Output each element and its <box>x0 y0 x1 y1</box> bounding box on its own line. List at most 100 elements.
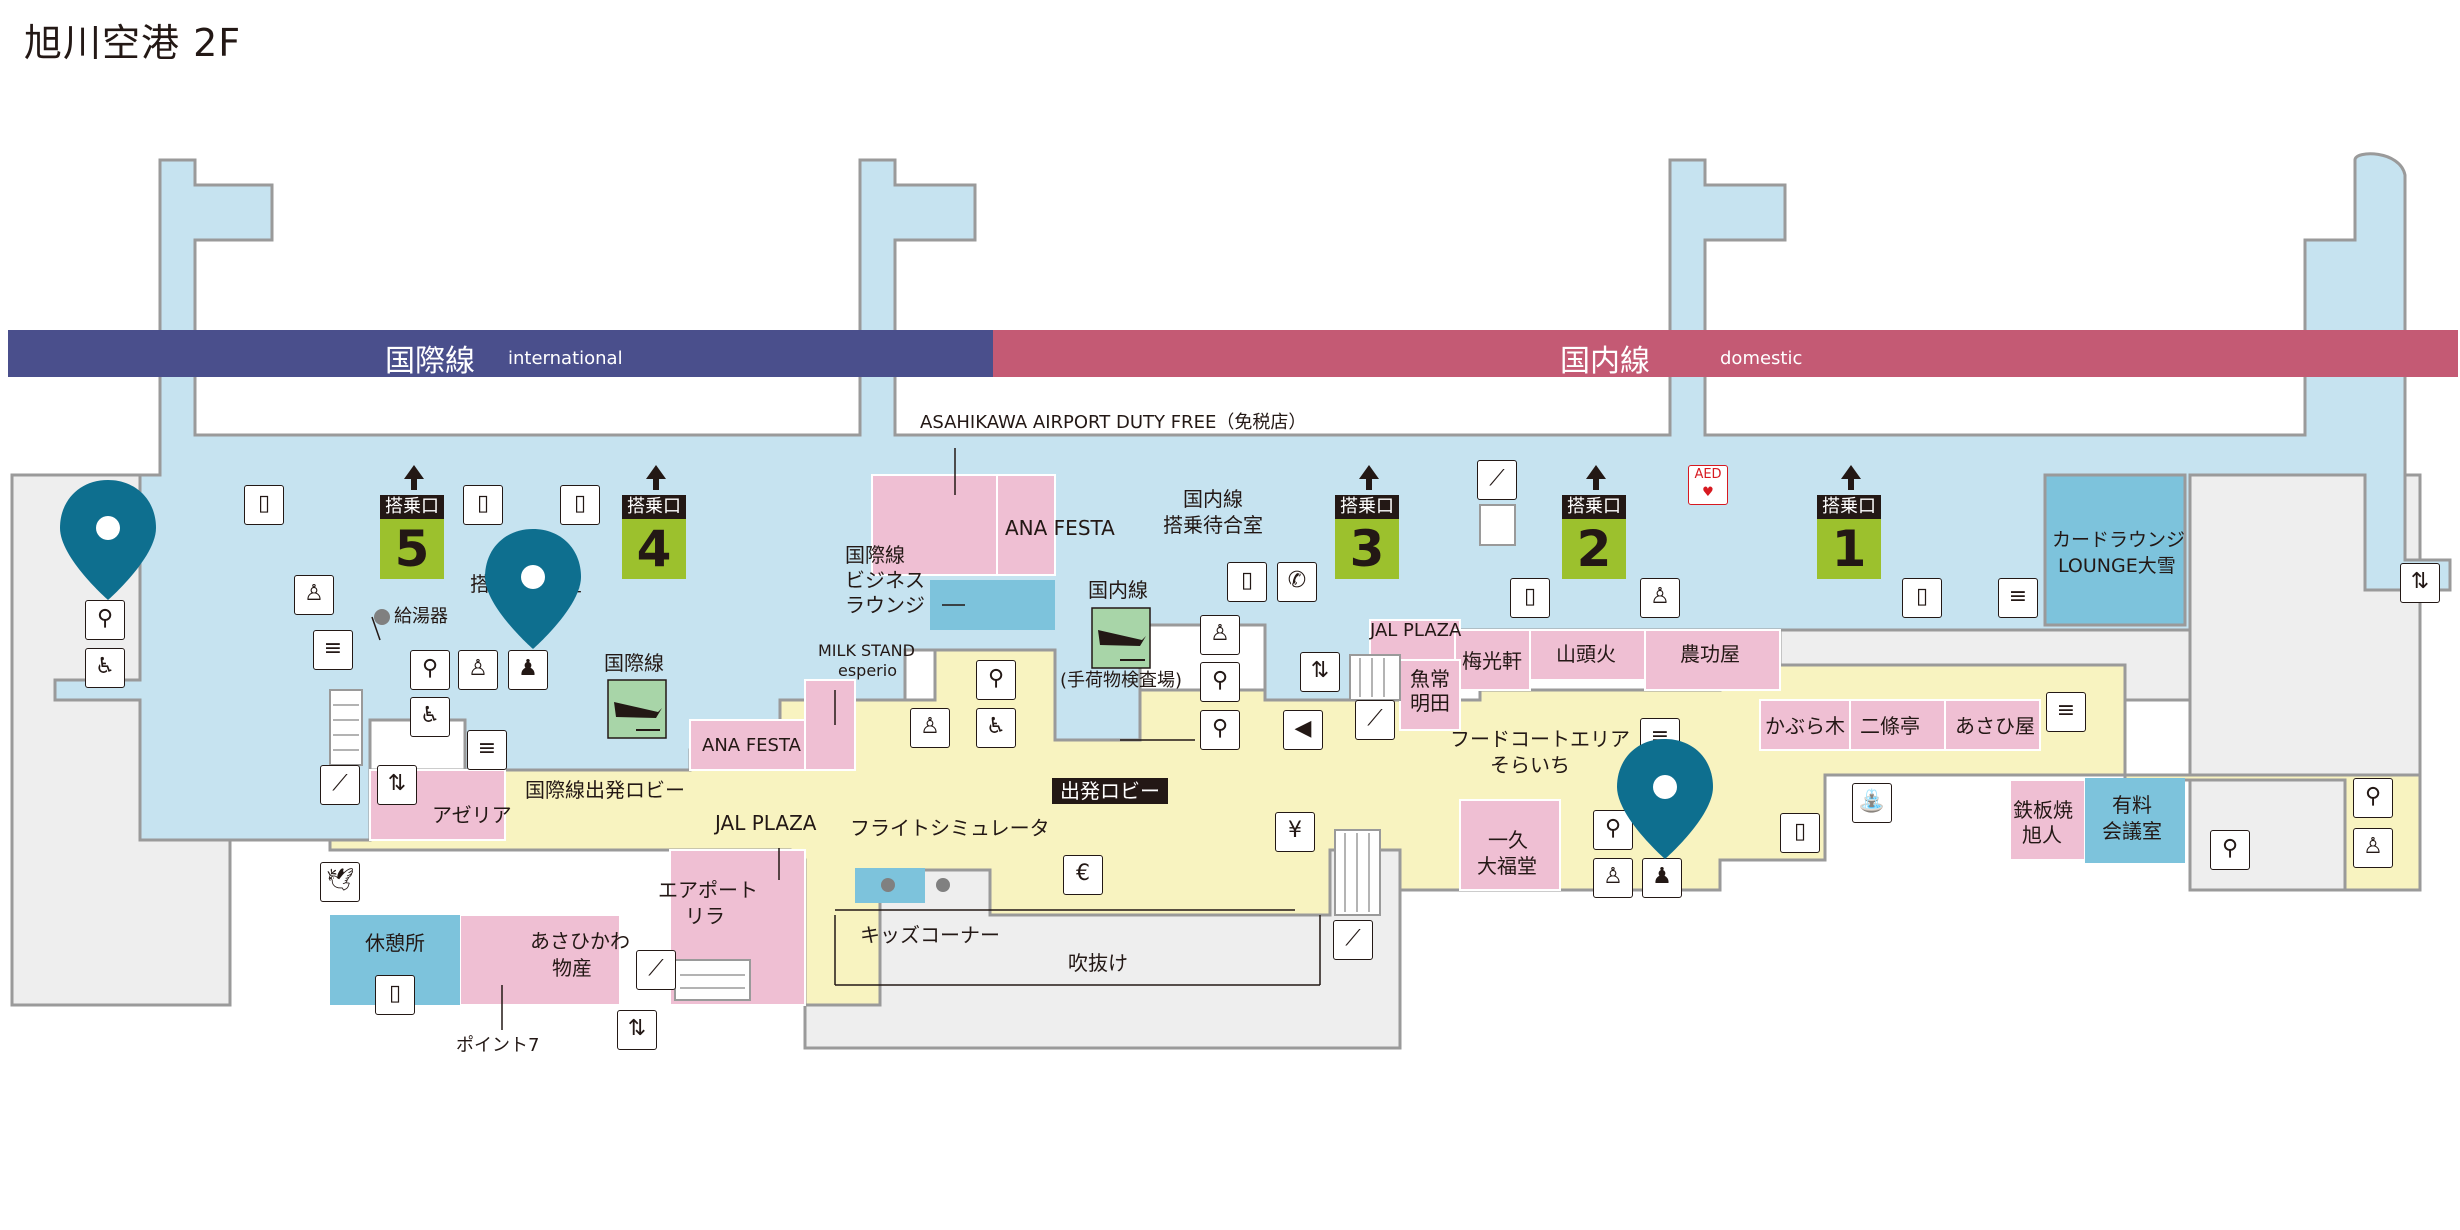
gate-caption: 搭乗口 <box>1562 495 1626 519</box>
gate-arrow-icon <box>646 465 666 490</box>
escalator-icon[interactable]: ⟋ <box>1355 700 1395 740</box>
nursing-room-icon[interactable]: ♟ <box>508 650 548 690</box>
baby-care-icon[interactable]: ♙ <box>910 708 950 748</box>
nursing-room-icon[interactable]: ♟ <box>1642 858 1682 898</box>
baby-care-icon[interactable]: ♙ <box>2353 828 2393 868</box>
kaburagi-label[interactable]: かぶら木 <box>1765 714 1845 738</box>
leader-lines <box>371 448 1321 1030</box>
asahikawa-bussan-label-2[interactable]: 物産 <box>552 956 592 980</box>
elevator-icon[interactable]: ⇅ <box>1300 652 1340 692</box>
baby-care-icon[interactable]: ♙ <box>294 575 334 615</box>
speaker-icon[interactable]: ◀ <box>1283 710 1323 750</box>
uotsune-shop <box>1399 659 1461 731</box>
meeting-room-label-2[interactable]: 会議室 <box>2102 819 2162 843</box>
baby-care-icon[interactable]: ♙ <box>1200 615 1240 655</box>
phone-charge-icon[interactable]: ▯ <box>560 485 600 525</box>
escalator-icon[interactable]: ⟋ <box>1477 460 1517 500</box>
elevator-icon[interactable]: ⇅ <box>2400 563 2440 603</box>
phone-charge-icon[interactable]: ▯ <box>1902 578 1942 618</box>
location-pin-icon[interactable] <box>58 478 158 602</box>
meeting-room-label-1[interactable]: 有料 <box>2112 793 2152 817</box>
telephone-icon[interactable]: ✆ <box>1277 562 1317 602</box>
restroom-icon[interactable]: ⚲ <box>2353 778 2393 818</box>
airport-lyra-label-1[interactable]: エアポート <box>658 878 758 902</box>
point7-label[interactable]: ポイント7 <box>456 1035 540 1056</box>
restroom-icon[interactable]: ⚲ <box>2210 830 2250 870</box>
duty-free-label[interactable]: ASAHIKAWA AIRPORT DUTY FREE（免税店） <box>920 412 1307 433</box>
smoking-room-icon[interactable]: ≡ <box>313 630 353 670</box>
card-lounge-label-2[interactable]: LOUNGE大雪 <box>2058 555 2176 577</box>
hot-water-dot <box>374 609 390 625</box>
phone-charge-icon[interactable]: ▯ <box>244 485 284 525</box>
restroom-icon[interactable]: ⚲ <box>976 660 1016 700</box>
ikkyu-label-2[interactable]: 大福堂 <box>1477 854 1537 878</box>
noukouya-label[interactable]: 農功屋 <box>1680 642 1740 666</box>
aed-icon[interactable]: AED♥ <box>1688 465 1728 505</box>
location-pin-icon[interactable] <box>483 527 583 651</box>
nijoutei-label[interactable]: 二條亭 <box>1860 714 1920 738</box>
asahiya-label[interactable]: あさひ屋 <box>1955 714 2035 738</box>
uotsune-label-1[interactable]: 魚常 <box>1410 667 1450 691</box>
phone-charge-icon[interactable]: ▯ <box>1780 813 1820 853</box>
baby-care-icon[interactable]: ♙ <box>1640 578 1680 618</box>
santouka-label[interactable]: 山頭火 <box>1556 642 1616 666</box>
flight-sim-label[interactable]: フライトシミュレータ <box>850 816 1050 840</box>
rest-area-label[interactable]: 休憩所 <box>365 931 425 955</box>
kids-corner-label[interactable]: キッズコーナー <box>860 923 1000 947</box>
escalator-icon[interactable]: ⟋ <box>320 765 360 805</box>
domestic-waiting-label-1: 国内線 <box>1183 487 1243 511</box>
restroom-icon[interactable]: ⚲ <box>410 650 450 690</box>
milk-stand-label-1[interactable]: MILK STAND <box>818 641 915 660</box>
international-banner-en: international <box>508 348 623 369</box>
accessible-restroom-icon[interactable]: ♿ <box>410 697 450 737</box>
ana-festa-top-label[interactable]: ANA FESTA <box>1005 516 1115 540</box>
restroom-icon[interactable]: ⚲ <box>85 600 125 640</box>
baikouken-label[interactable]: 梅光軒 <box>1462 649 1522 673</box>
jal-plaza-bottom-label[interactable]: JAL PLAZA <box>715 811 817 835</box>
restroom-icon[interactable]: ⚲ <box>1200 710 1240 750</box>
elevator-icon[interactable]: ⇅ <box>377 765 417 805</box>
currency-exchange-icon[interactable]: € <box>1063 855 1103 895</box>
baby-care-icon[interactable]: ♙ <box>458 650 498 690</box>
aed-label: AED <box>1694 467 1722 482</box>
smoking-room-icon[interactable]: ≡ <box>1998 578 2038 618</box>
ikkyu-label-1[interactable]: 一久 <box>1488 828 1528 852</box>
elevator-icon[interactable]: ⇅ <box>617 1010 657 1050</box>
escalator-icon[interactable]: ⟋ <box>1333 920 1373 960</box>
accessible-restroom-icon[interactable]: ♿ <box>85 648 125 688</box>
card-lounge-label-1[interactable]: カードラウンジ <box>2052 529 2186 551</box>
prayer-room-icon[interactable]: 🕊 <box>320 862 360 902</box>
smoking-room-icon[interactable]: ≡ <box>2046 692 2086 732</box>
water-fountain-icon[interactable]: ⛲ <box>1852 783 1892 823</box>
airport-lyra-label-2[interactable]: リラ <box>685 904 725 928</box>
plane-icons <box>614 630 1146 731</box>
accessible-restroom-icon[interactable]: ♿ <box>976 708 1016 748</box>
gate-number: 3 <box>1335 519 1399 579</box>
baby-care-icon[interactable]: ♙ <box>1593 858 1633 898</box>
restroom-icon[interactable]: ⚲ <box>1200 662 1240 702</box>
teppanyaki-label-1[interactable]: 鉄板焼 <box>2013 798 2073 822</box>
smoking-room-icon[interactable]: ≡ <box>467 730 507 770</box>
azalea-label[interactable]: アゼリア <box>432 803 512 827</box>
intl-business-label-3: ラウンジ <box>845 593 925 617</box>
escalator-icon[interactable]: ⟋ <box>636 950 676 990</box>
atm-icon[interactable]: ¥ <box>1275 812 1315 852</box>
jal-plaza-top-label[interactable]: JAL PLAZA <box>1370 620 1462 641</box>
asahikawa-bussan-label-1[interactable]: あさひかわ <box>530 929 630 953</box>
teppanyaki-label-2[interactable]: 旭人 <box>2022 823 2062 847</box>
restroom-icon[interactable]: ⚲ <box>1593 810 1633 850</box>
phone-charge-icon[interactable]: ▯ <box>463 485 503 525</box>
milk-stand-label-2[interactable]: esperio <box>838 661 897 680</box>
uotsune-label-2[interactable]: 明田 <box>1410 691 1450 715</box>
baikouken-shop <box>1454 629 1531 691</box>
ana-festa-bottom-label[interactable]: ANA FESTA <box>702 735 801 756</box>
phone-charge-icon[interactable]: ▯ <box>1227 562 1267 602</box>
phone-charge-icon[interactable]: ▯ <box>1510 578 1550 618</box>
phone-charge-icon[interactable]: ▯ <box>375 975 415 1015</box>
location-pin-icon[interactable] <box>1615 737 1715 861</box>
